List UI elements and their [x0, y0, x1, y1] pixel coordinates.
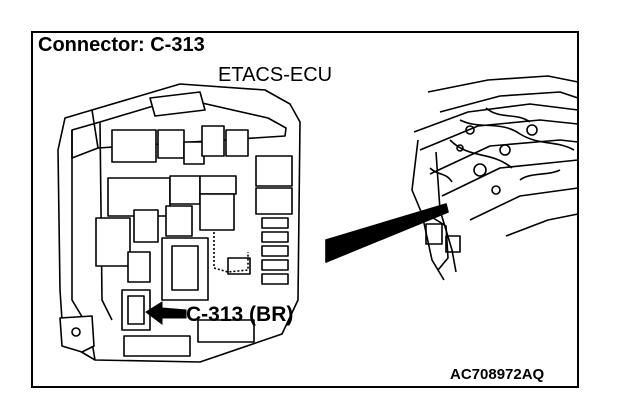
connector-title: Connector: C-313	[38, 34, 205, 56]
callout-arrow	[145, 301, 187, 325]
connector-callout-label: C-313 (BR)	[186, 303, 294, 326]
vehicle-dashboard-view	[411, 75, 579, 281]
ecu-label: ETACS-ECU	[218, 64, 333, 86]
etacs-ecu-unit	[57, 83, 301, 363]
figure-code: AC708972AQ	[450, 366, 545, 383]
location-pointer	[325, 203, 449, 263]
